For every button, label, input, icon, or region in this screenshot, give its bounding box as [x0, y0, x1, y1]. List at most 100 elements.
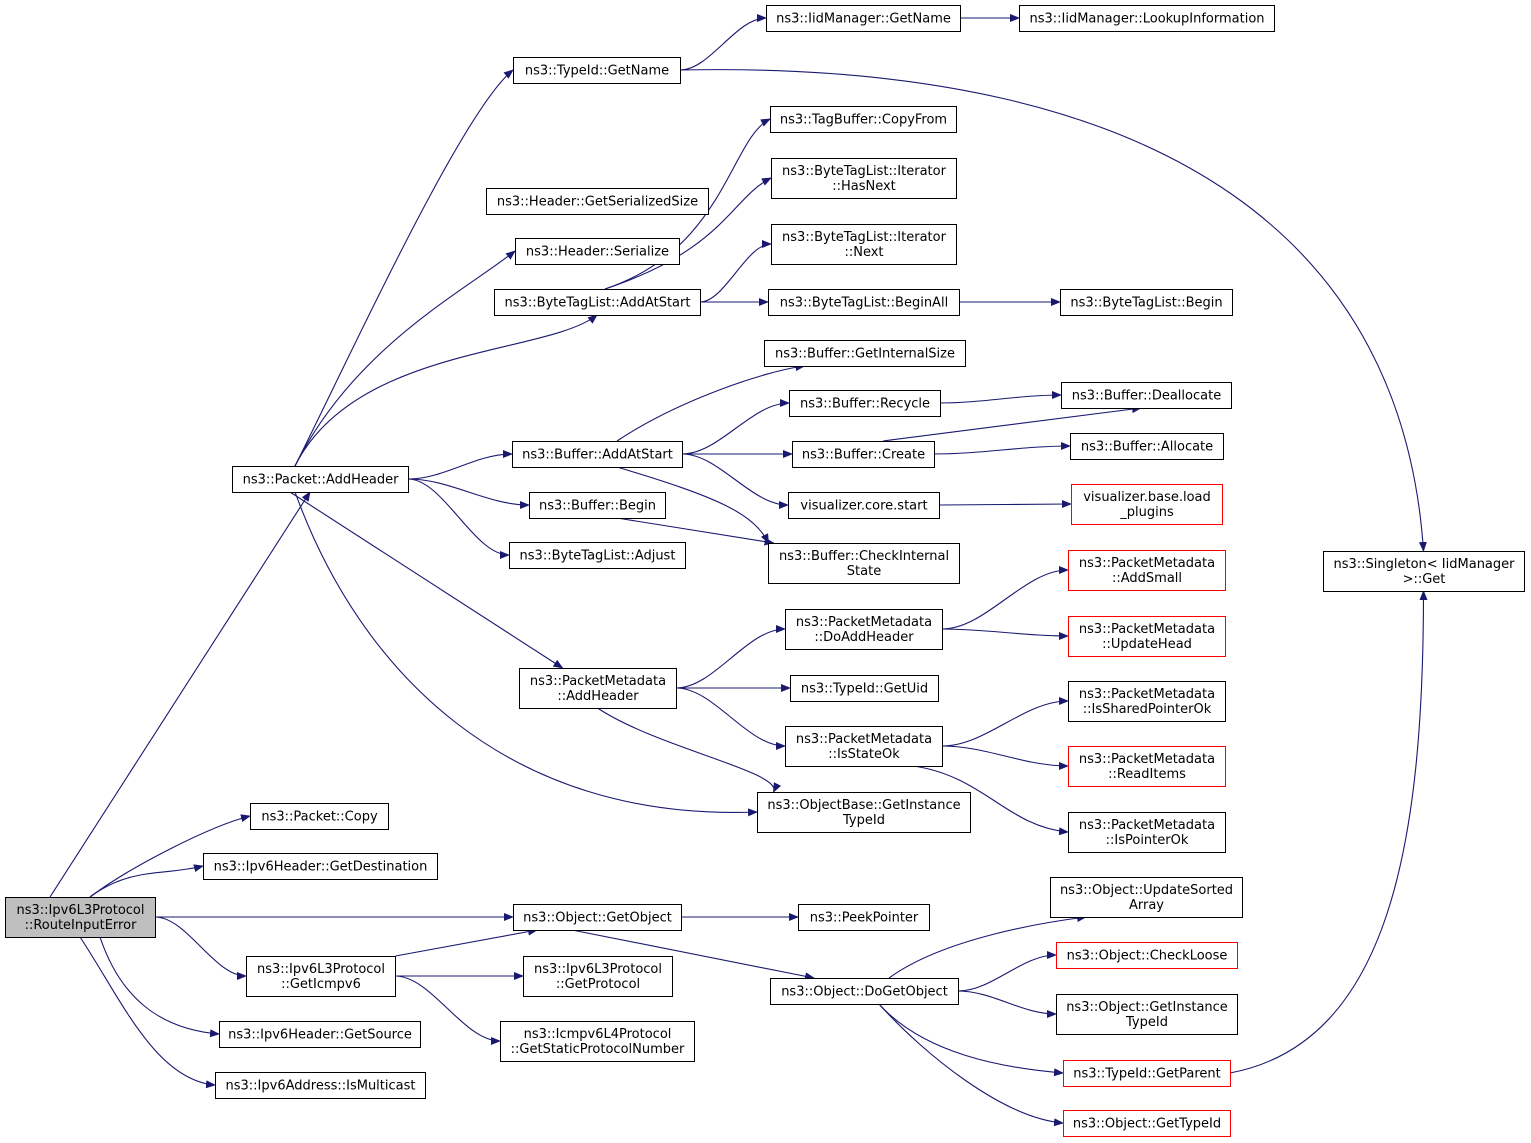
node-buffer-getinternalsize[interactable]: ns3::Buffer::GetInternalSize: [764, 340, 966, 367]
node-packetmetadata-updatehead[interactable]: ns3::PacketMetadata::UpdateHead: [1068, 616, 1226, 657]
edge-buffer-recycle-to-buffer-deallocate: [939, 391, 1062, 404]
node-label-line: ns3::PacketMetadata: [1079, 556, 1215, 571]
edge-object-getobject-to-object-dogetobject: [571, 929, 815, 981]
node-ipv6address-ismulticast[interactable]: ns3::Ipv6Address::IsMulticast: [215, 1072, 426, 1099]
edge-packetmetadata-isstateok-to-packetmetadata-ispointerok: [913, 765, 1069, 836]
edge-packet-addheader-to-buffer-addatstart: [407, 450, 513, 480]
node-label-line: ns3::PacketMetadata: [530, 674, 666, 689]
node-label-line: ns3::Buffer::Deallocate: [1072, 389, 1221, 404]
node-iidmanager-lookupinformation[interactable]: ns3::IidManager::LookupInformation: [1019, 5, 1275, 32]
node-bytetaglist-iterator-hasnext[interactable]: ns3::ByteTagList::Iterator::HasNext: [771, 158, 957, 199]
node-label-line: ::IsPointerOk: [1106, 833, 1189, 848]
node-packetmetadata-addheader[interactable]: ns3::PacketMetadata::AddHeader: [519, 668, 677, 709]
node-tagbuffer-copyfrom[interactable]: ns3::TagBuffer::CopyFrom: [770, 106, 957, 133]
node-label-line: TypeId: [842, 813, 885, 828]
node-packetmetadata-issharedpointerok[interactable]: ns3::PacketMetadata::IsSharedPointerOk: [1068, 681, 1226, 722]
node-object-dogetobject[interactable]: ns3::Object::DoGetObject: [770, 978, 959, 1005]
node-label-line: ::DoAddHeader: [814, 630, 914, 645]
node-buffer-addatstart[interactable]: ns3::Buffer::AddAtStart: [512, 441, 683, 468]
node-label-line: ns3::Ipv6Header::GetDestination: [214, 860, 428, 875]
node-label-line: ns3::Ipv6L3Protocol: [534, 962, 662, 977]
node-label-line: ns3::Buffer::Begin: [539, 499, 656, 514]
node-label-line: ns3::Object::GetInstance: [1066, 1000, 1228, 1015]
node-peekpointer[interactable]: ns3::PeekPointer: [798, 904, 930, 931]
edge-bytetaglist-addatstart-to-tagbuffer-copyfrom: [604, 118, 771, 290]
node-label-line: ns3::ByteTagList::AddAtStart: [505, 296, 691, 311]
node-packet-copy[interactable]: ns3::Packet::Copy: [250, 803, 389, 830]
node-buffer-deallocate[interactable]: ns3::Buffer::Deallocate: [1061, 382, 1232, 409]
node-icmpv6l4-getstaticprotocolnumber[interactable]: ns3::Icmpv6L4Protocol::GetStaticProtocol…: [500, 1021, 695, 1062]
edge-buffer-begin-to-buffer-checkinternalstate: [616, 517, 775, 546]
node-ipv6l3-getprotocol[interactable]: ns3::Ipv6L3Protocol::GetProtocol: [523, 956, 673, 997]
node-label-line: ns3::Packet::Copy: [261, 810, 378, 825]
node-label-line: visualizer.core.start: [800, 499, 927, 514]
node-label-line: ns3::PacketMetadata: [1079, 622, 1215, 637]
node-bytetaglist-addatstart[interactable]: ns3::ByteTagList::AddAtStart: [494, 289, 701, 316]
edge-packetmetadata-addheader-to-packetmetadata-isstateok: [675, 687, 786, 750]
node-label-line: ::Next: [844, 245, 883, 260]
node-label-line: ns3::Ipv6L3Protocol: [257, 962, 385, 977]
node-header-getserializedsize[interactable]: ns3::Header::GetSerializedSize: [486, 188, 709, 215]
node-label-line: ns3::TypeId::GetUid: [801, 682, 928, 697]
node-box: [515, 238, 680, 265]
node-packetmetadata-ispointerok[interactable]: ns3::PacketMetadata::IsPointerOk: [1068, 812, 1226, 853]
node-box: [250, 803, 389, 830]
node-packetmetadata-isstateok[interactable]: ns3::PacketMetadata::IsStateOk: [785, 726, 943, 767]
node-box: [757, 792, 971, 833]
node-visualizer-core-start[interactable]: visualizer.core.start: [788, 492, 940, 519]
node-label-line: ns3::PacketMetadata: [1079, 687, 1215, 702]
node-box: [1068, 550, 1226, 591]
node-object-getobject[interactable]: ns3::Object::GetObject: [513, 904, 682, 931]
node-label-line: _plugins: [1119, 505, 1174, 520]
node-box: [1056, 942, 1238, 969]
node-label-line: ::IsSharedPointerOk: [1083, 702, 1212, 717]
node-buffer-recycle[interactable]: ns3::Buffer::Recycle: [789, 390, 941, 417]
node-iidmanager-getname[interactable]: ns3::IidManager::GetName: [766, 5, 961, 32]
node-bytetaglist-begin[interactable]: ns3::ByteTagList::Begin: [1060, 289, 1233, 316]
edge-packet-addheader-to-bytetaglist-adjust: [407, 478, 510, 559]
node-bytetaglist-adjust[interactable]: ns3::ByteTagList::Adjust: [509, 542, 686, 569]
node-label-line: ns3::Singleton< IidManager: [1333, 557, 1515, 572]
node-buffer-begin[interactable]: ns3::Buffer::Begin: [529, 492, 666, 519]
node-typeid-getuid[interactable]: ns3::TypeId::GetUid: [790, 675, 939, 702]
node-box: [770, 978, 959, 1005]
node-packetmetadata-doaddheader[interactable]: ns3::PacketMetadata::DoAddHeader: [785, 609, 943, 650]
edge-layer: [49, 14, 1428, 1127]
node-root[interactable]: ns3::Ipv6L3Protocol::RouteInputError: [5, 897, 156, 938]
edge-object-dogetobject-to-object-checkloose: [957, 951, 1057, 992]
node-visualizer-base-load-plugins[interactable]: visualizer.base.load_plugins: [1071, 484, 1223, 525]
node-object-gettypeid[interactable]: ns3::Object::GetTypeId: [1063, 1110, 1231, 1137]
node-box: [500, 1021, 695, 1062]
edge-packet-addheader-to-objectbase-getinstancetypeid: [294, 491, 758, 817]
node-ipv6l3-geticmpv6[interactable]: ns3::Ipv6L3Protocol::GetIcmpv6: [246, 956, 396, 997]
node-box: [1063, 1060, 1231, 1087]
edge-buffer-addatstart-to-buffer-checkinternalstate: [616, 466, 769, 544]
node-box: [768, 289, 960, 316]
node-ipv6header-getsource[interactable]: ns3::Ipv6Header::GetSource: [219, 1021, 421, 1048]
edge-bytetaglist-addatstart-to-bytetaglist-iterator-hasnext: [604, 177, 772, 290]
node-box: [1056, 994, 1238, 1035]
node-header-serialize[interactable]: ns3::Header::Serialize: [515, 238, 680, 265]
node-typeid-getname[interactable]: ns3::TypeId::GetName: [513, 57, 681, 84]
node-buffer-create[interactable]: ns3::Buffer::Create: [792, 441, 935, 468]
node-buffer-allocate[interactable]: ns3::Buffer::Allocate: [1070, 433, 1224, 460]
node-bytetaglist-beginall[interactable]: ns3::ByteTagList::BeginAll: [768, 289, 960, 316]
node-layer: ns3::Ipv6L3Protocol::RouteInputErrorns3:…: [5, 5, 1525, 1137]
node-box: [771, 158, 957, 199]
node-object-checkloose[interactable]: ns3::Object::CheckLoose: [1056, 942, 1238, 969]
node-typeid-getparent[interactable]: ns3::TypeId::GetParent: [1063, 1060, 1231, 1087]
node-box: [1068, 746, 1226, 787]
node-packetmetadata-addsmall[interactable]: ns3::PacketMetadata::AddSmall: [1068, 550, 1226, 591]
edge-ipv6l3-geticmpv6-to-object-getobject: [395, 927, 538, 957]
node-bytetaglist-iterator-next[interactable]: ns3::ByteTagList::Iterator::Next: [771, 224, 957, 265]
node-ipv6header-getdestination[interactable]: ns3::Ipv6Header::GetDestination: [203, 853, 438, 880]
node-label-line: visualizer.base.load: [1083, 490, 1211, 505]
node-label-line: ns3::Buffer::Create: [802, 448, 925, 463]
node-singleton-get[interactable]: ns3::Singleton< IidManager >::Get: [1323, 551, 1525, 592]
node-packet-addheader[interactable]: ns3::Packet::AddHeader: [232, 466, 409, 493]
node-packetmetadata-readitems[interactable]: ns3::PacketMetadata::ReadItems: [1068, 746, 1226, 787]
